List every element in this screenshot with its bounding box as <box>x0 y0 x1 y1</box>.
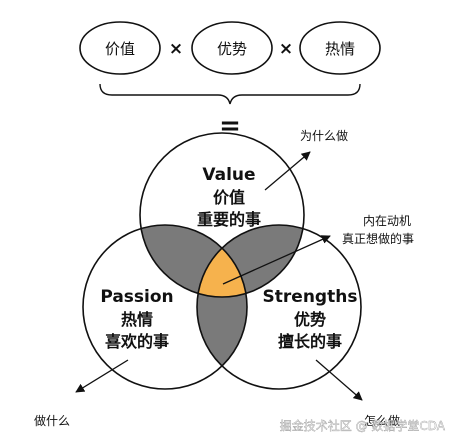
why-annotation: 为什么做 <box>300 128 348 143</box>
multiply-sign-1: × <box>169 39 183 59</box>
overlap-value-strengths <box>197 225 304 297</box>
value-cn-label: 价值 <box>213 188 245 207</box>
center-annotation-line1: 内在动机 <box>363 214 411 228</box>
strengths-oval-label: 优势 <box>217 40 247 58</box>
what-annotation: 做什么 <box>34 413 70 428</box>
how-arrow <box>315 359 363 401</box>
value-circle <box>139 132 305 298</box>
curly-brace <box>99 83 361 105</box>
strengths-en-label: Strengths <box>263 287 358 307</box>
top-formula: 价值 优势 热情 × × = <box>79 21 381 141</box>
passion-desc-label: 喜欢的事 <box>105 332 169 351</box>
how-annotation: 怎么做 <box>364 413 400 428</box>
value-oval <box>79 21 161 75</box>
strengths-circle <box>196 224 362 390</box>
overlap-value-passion <box>140 225 247 297</box>
passion-oval <box>299 21 381 75</box>
strengths-cn-label: 优势 <box>294 310 326 329</box>
equals-sign: = <box>219 111 241 141</box>
why-arrow <box>264 151 311 191</box>
value-desc-label: 重要的事 <box>197 210 261 229</box>
value-oval-label: 价值 <box>105 40 135 58</box>
passion-cn-label: 热情 <box>121 310 153 329</box>
multiply-sign-2: × <box>279 39 293 59</box>
center-annotation-line2: 真正想做的事 <box>342 231 414 246</box>
strengths-oval <box>191 21 273 75</box>
venn-overlaps <box>140 225 304 389</box>
watermark: 掘金技术社区 @ 数据学堂CDA <box>280 418 446 433</box>
what-arrow <box>75 359 129 393</box>
passion-circle <box>82 224 248 390</box>
center-arrow <box>222 235 331 285</box>
strengths-desc-label: 擅长的事 <box>278 332 342 351</box>
passion-oval-label: 热情 <box>325 40 355 58</box>
value-en-label: Value <box>202 165 255 185</box>
passion-en-label: Passion <box>100 287 173 307</box>
